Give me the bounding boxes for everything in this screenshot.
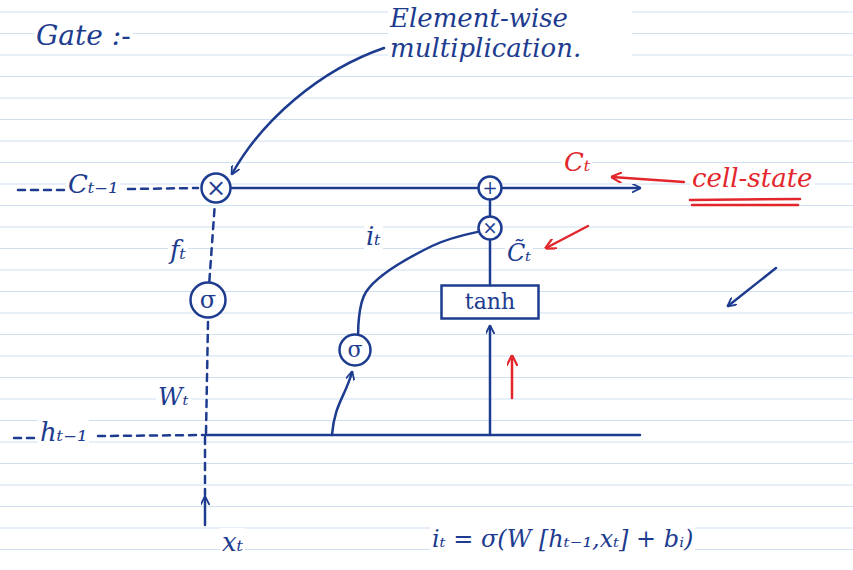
rule-line xyxy=(0,205,853,206)
rule-line xyxy=(0,76,853,77)
edge-label: iₜ xyxy=(364,222,383,252)
cell-input-wire xyxy=(18,189,64,192)
rule-line xyxy=(0,485,853,486)
node-text: + xyxy=(482,179,497,197)
rule-line xyxy=(0,291,853,292)
red-marks xyxy=(512,177,800,398)
rule-line xyxy=(0,399,853,400)
red-arrow xyxy=(612,177,684,182)
node-text: σ xyxy=(347,339,362,361)
rule-line xyxy=(0,270,853,271)
rule-line xyxy=(0,334,853,335)
add-node: + xyxy=(477,175,503,201)
rule-line xyxy=(0,442,853,443)
candidate-wire xyxy=(489,241,492,284)
rule-line xyxy=(0,420,853,421)
multiply-node: × xyxy=(200,172,232,204)
hidden-input-wire xyxy=(14,437,36,440)
cell-state-label: cell-state xyxy=(690,164,815,194)
title: Gate :- xyxy=(34,20,133,52)
red-arrow xyxy=(546,226,588,248)
cell-input-wire xyxy=(128,188,198,189)
add-wire xyxy=(489,201,492,215)
cell-output-wire xyxy=(503,187,640,190)
circle-outline xyxy=(479,177,502,200)
cell-output-label: Cₜ xyxy=(562,148,592,178)
tanh-box: tanh xyxy=(440,284,540,320)
candidate-label: C̃ₜ xyxy=(505,240,533,268)
rule-line xyxy=(0,356,853,357)
red-arrow xyxy=(511,356,514,398)
multiply-node: × xyxy=(477,215,503,241)
input-arrow xyxy=(204,497,207,525)
circle-outline xyxy=(340,335,371,366)
rule-line xyxy=(0,463,853,464)
node-text: σ xyxy=(200,288,216,312)
box-outline xyxy=(442,286,539,319)
note: Element-wise multiplication. xyxy=(388,4,632,64)
sigmoid-gate: σ xyxy=(189,281,227,319)
hidden-input-wire xyxy=(98,435,203,436)
weight-label: Wₜ xyxy=(156,384,191,412)
node-text: × xyxy=(482,219,497,237)
rule-line xyxy=(0,313,853,314)
gate-input-wire xyxy=(332,372,352,435)
rule-line xyxy=(0,141,853,142)
gate-wire xyxy=(209,204,215,281)
rule-line xyxy=(0,506,853,507)
formula: iₜ = σ(W [hₜ₋₁,xₜ] + bᵢ) xyxy=(430,526,695,554)
input-label: xₜ xyxy=(220,528,245,558)
rule-line xyxy=(0,528,853,529)
circle-outline xyxy=(202,174,231,203)
gate-input-wire xyxy=(206,322,208,433)
cell-input-label: Cₜ₋₁ xyxy=(66,170,120,200)
input-wire xyxy=(204,437,207,495)
node-text: tanh xyxy=(465,291,515,313)
leader-arrow xyxy=(232,48,384,174)
rule-line xyxy=(0,119,853,120)
rule-line xyxy=(0,549,853,550)
circle-outline xyxy=(479,217,502,240)
sigmoid-gate: σ xyxy=(338,333,372,367)
underline xyxy=(690,199,800,200)
wires xyxy=(14,48,776,525)
rule-line xyxy=(0,98,853,99)
node-text: × xyxy=(206,176,226,200)
rule-line xyxy=(0,377,853,378)
cell-wire xyxy=(232,187,477,190)
underline xyxy=(692,204,798,207)
hidden-wire xyxy=(205,434,640,437)
rule-line xyxy=(0,162,853,163)
ruled-paper xyxy=(0,12,853,550)
tanh-input-wire xyxy=(489,326,492,435)
circle-outline xyxy=(191,283,226,318)
rule-line xyxy=(0,227,853,228)
pointer-arrow xyxy=(728,268,776,306)
hidden-input-label: hₜ₋₁ xyxy=(38,418,89,448)
edge-label: fₜ xyxy=(168,236,188,266)
